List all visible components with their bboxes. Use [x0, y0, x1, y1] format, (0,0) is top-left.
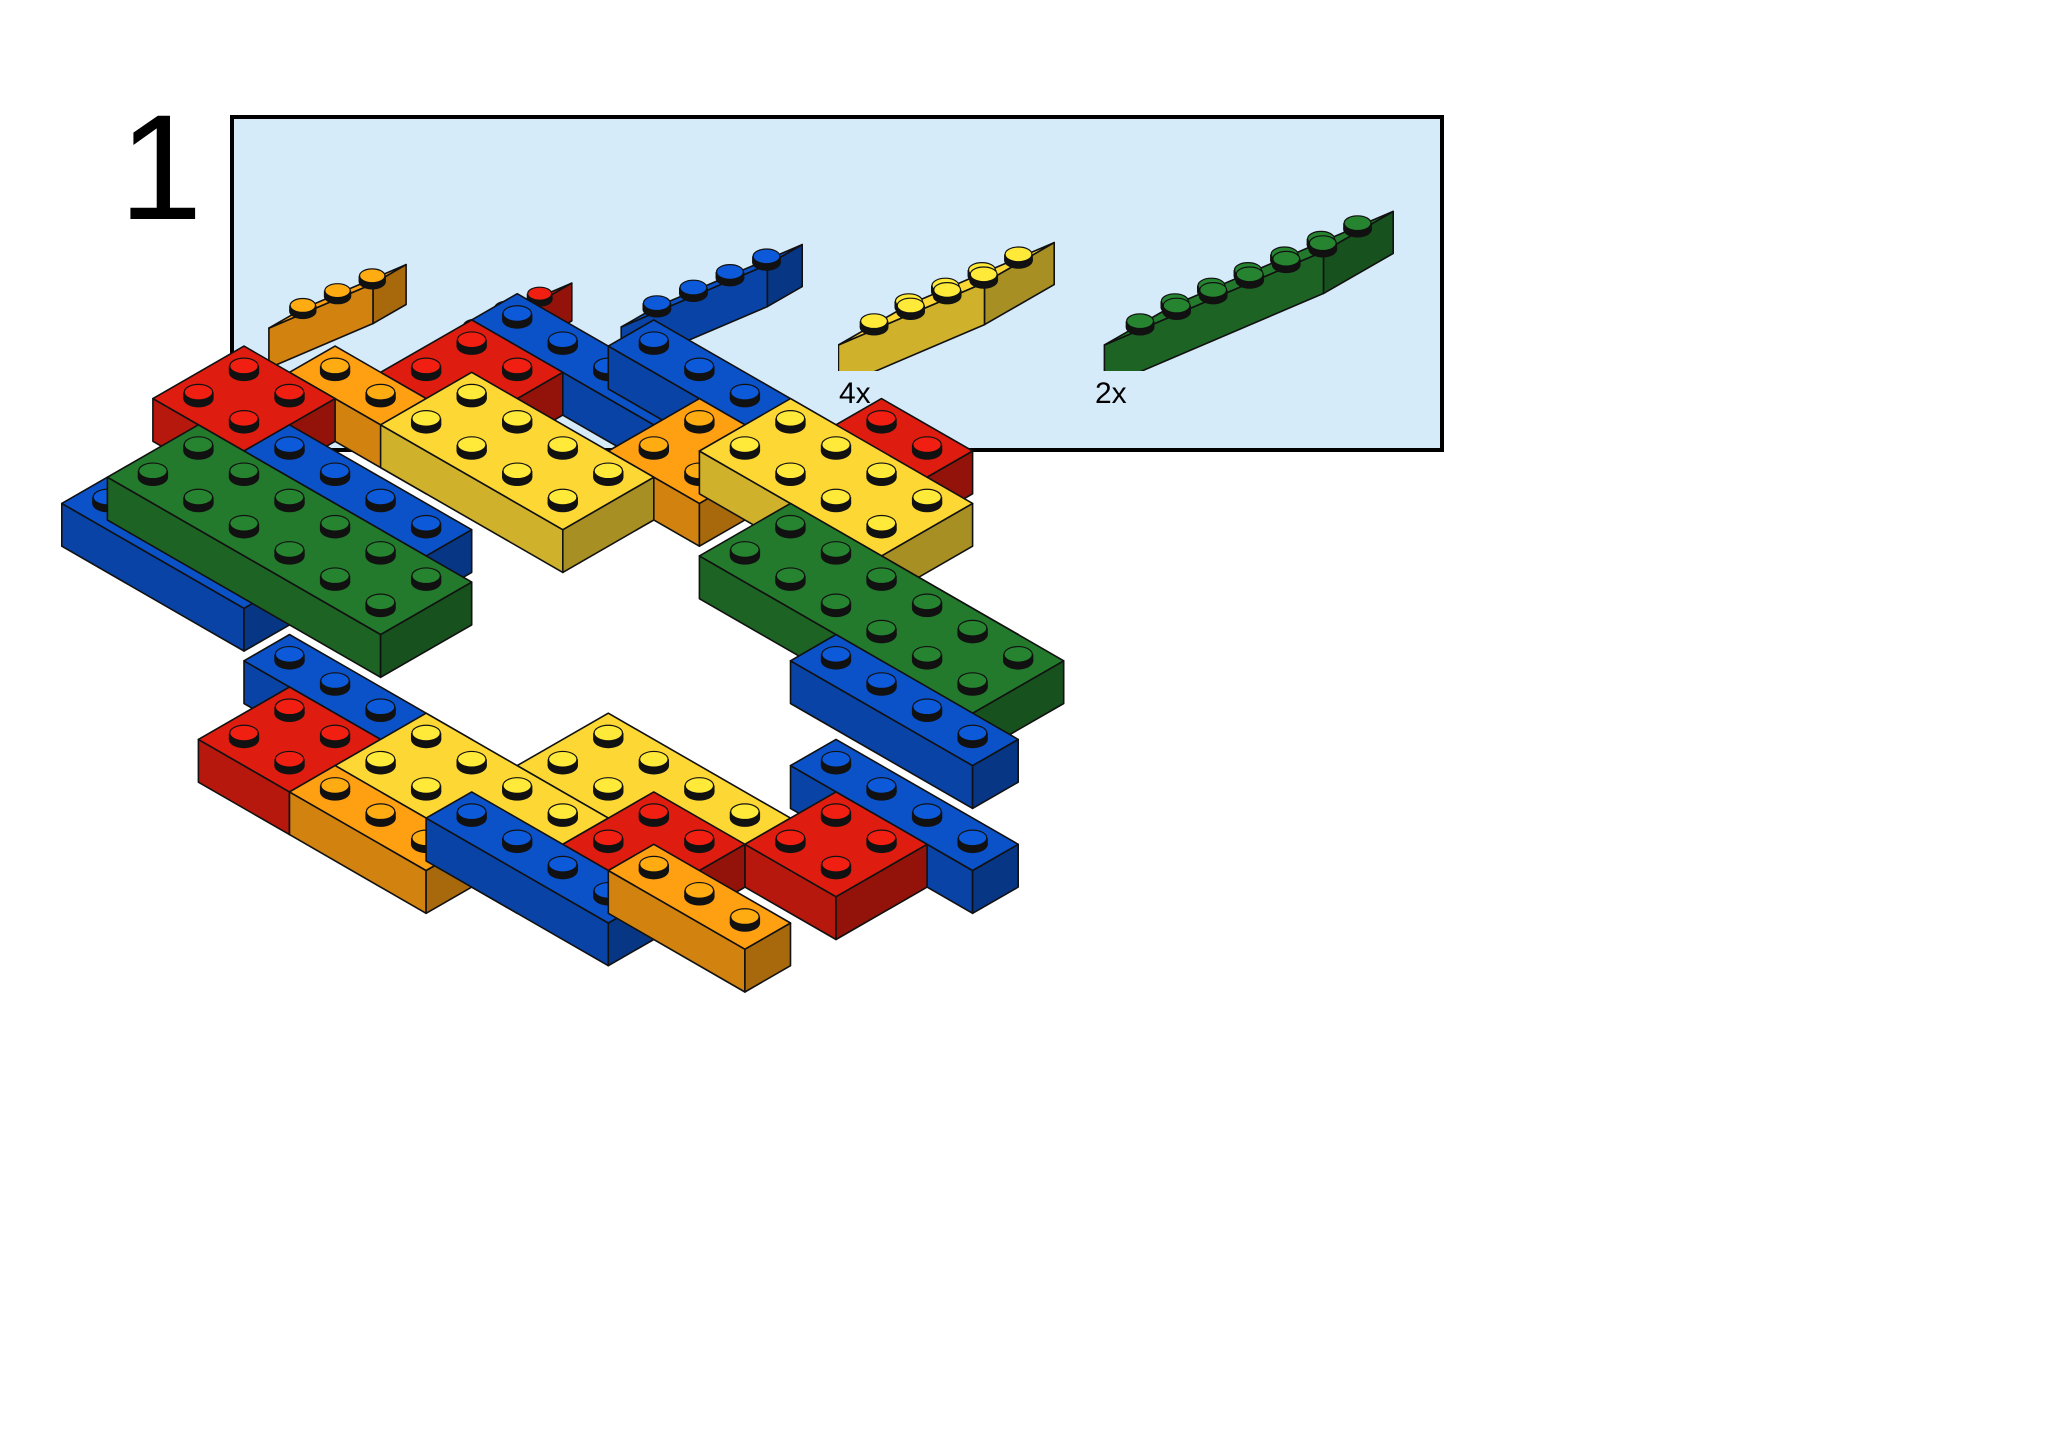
model-brick-yellow: [379, 371, 655, 574]
model-brick-red: [744, 791, 928, 941]
part-quantity-yellow: 4x: [839, 377, 871, 410]
orange-brick-shape: [268, 263, 407, 369]
model-brick-green: [106, 423, 473, 679]
step-number: 1: [119, 83, 203, 251]
yellow-brick-shape: [838, 241, 1055, 371]
green-2x6-brick-icon: [1103, 210, 1395, 371]
yellow-2x4-brick-icon: [838, 241, 1055, 371]
part-quantity-green: 2x: [1095, 377, 1127, 410]
green-brick-shape: [1103, 210, 1395, 371]
model-brick-blue: [789, 633, 1020, 810]
model-brick-orange: [607, 843, 792, 993]
parts-list-panel: 4x 6x 8x 4x 2x: [230, 115, 1444, 452]
orange-1x3-brick-icon: [268, 263, 407, 369]
